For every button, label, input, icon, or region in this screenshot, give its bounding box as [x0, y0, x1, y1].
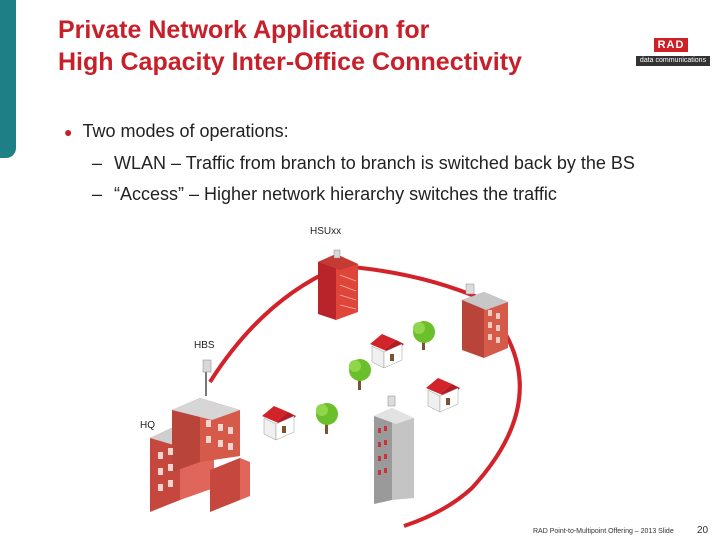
sub-item-text: WLAN – Traffic from branch to branch is …	[114, 153, 635, 173]
dash-icon: –	[92, 153, 103, 173]
right-building-icon	[462, 283, 508, 358]
page-number: 20	[697, 525, 709, 536]
tree-icon	[349, 359, 371, 390]
tree-icon	[316, 403, 338, 434]
logo-tagline: data communications	[636, 56, 710, 66]
tree-icon	[413, 321, 435, 350]
bullet-item: ● Two modes of operations:	[64, 121, 289, 142]
dash-icon: –	[92, 184, 103, 204]
house-icon	[426, 378, 460, 413]
bottom-building-icon	[374, 395, 414, 504]
house-icon	[370, 334, 404, 369]
sub-item-access: –“Access” – Higher network hierarchy swi…	[92, 184, 557, 205]
hsu-building-icon	[318, 249, 358, 320]
link-hsu-to-right-building	[339, 264, 485, 302]
sub-item-wlan: –WLAN – Traffic from branch to branch is…	[92, 153, 635, 174]
bullet-text: Two modes of operations:	[82, 121, 289, 141]
link-hq-to-hsu	[208, 266, 337, 384]
title-line-1: Private Network Application for	[58, 16, 430, 44]
label-hbs: HBS	[194, 340, 215, 351]
house-icon	[262, 406, 296, 441]
rad-logo: RAD data communications	[636, 38, 710, 68]
slide-title: Private Network Application for High Cap…	[58, 14, 522, 78]
logo-brand: RAD	[654, 38, 688, 52]
sidebar-accent-bar	[0, 0, 16, 158]
bullet-dot-icon: ●	[64, 124, 73, 140]
footer-text: RAD Point-to-Multipoint Offering – 2013 …	[533, 528, 674, 535]
hq-building-icon	[150, 359, 250, 512]
sub-item-text: “Access” – Higher network hierarchy swit…	[114, 184, 557, 204]
label-hsu: HSUxx	[310, 226, 342, 237]
link-right-arc	[403, 304, 522, 528]
label-hq: HQ	[140, 420, 155, 431]
title-line-2: High Capacity Inter-Office Connectivity	[58, 48, 522, 76]
